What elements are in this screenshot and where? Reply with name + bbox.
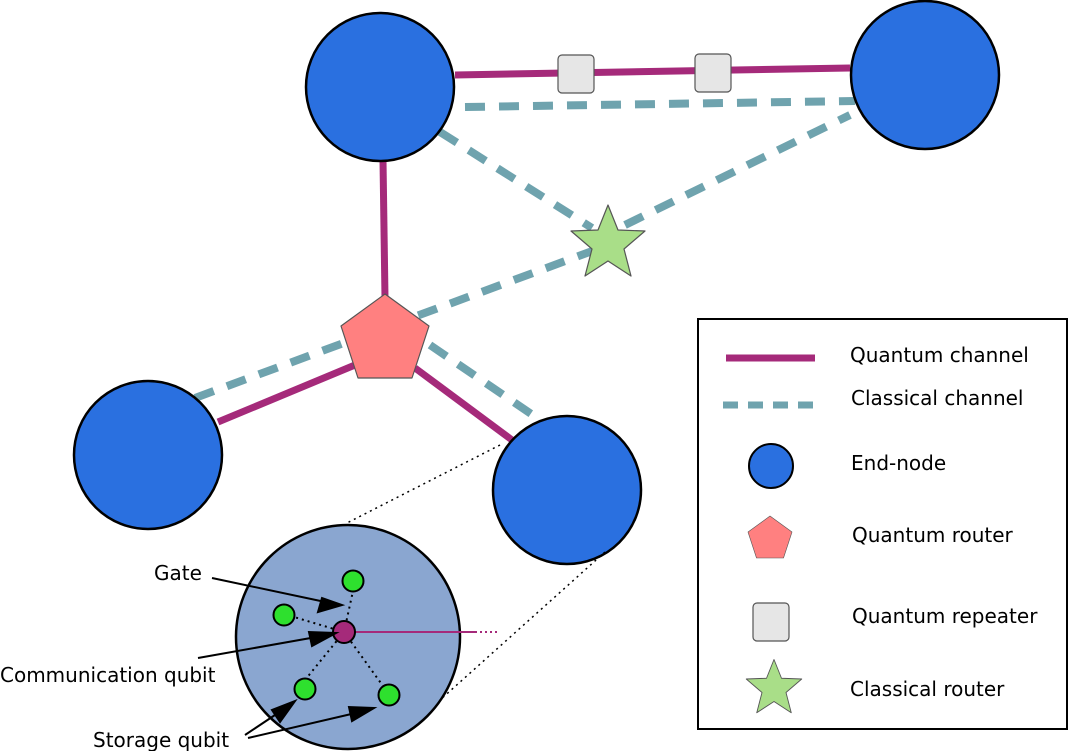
storage-qubit bbox=[341, 569, 365, 593]
legend-label-quantum-channel: Quantum channel bbox=[850, 343, 1029, 367]
quantum-channels bbox=[216, 64, 851, 443]
legend-icon-end-node bbox=[748, 443, 794, 489]
classical-channel-a-b bbox=[464, 97, 856, 111]
legend-label-classical-router: Classical router bbox=[850, 677, 1005, 701]
legend-label-classical-channel: Classical channel bbox=[851, 386, 1023, 410]
communication-qubit-label: Communication qubit bbox=[0, 663, 216, 687]
storage-qubit bbox=[293, 677, 317, 701]
quantum-channel-router-d bbox=[412, 365, 515, 443]
storage-qubit bbox=[272, 603, 296, 627]
classical-channel-router-b bbox=[623, 111, 852, 229]
end-node-top-left bbox=[304, 11, 456, 163]
quantum-channel-a-b bbox=[454, 64, 851, 79]
end-node-bottom-left bbox=[72, 379, 224, 531]
communication-qubit bbox=[332, 620, 356, 644]
quantum-router bbox=[340, 293, 430, 379]
legend-label-end-node: End-node bbox=[851, 451, 946, 475]
legend-icon-quantum-repeater bbox=[752, 602, 790, 642]
gate-label: Gate bbox=[154, 561, 202, 585]
annotation-arrows bbox=[197, 577, 378, 739]
legend-label-quantum-router: Quantum router bbox=[852, 523, 1014, 547]
classical-channel-router-d bbox=[427, 341, 543, 424]
zoom-line-top bbox=[344, 444, 501, 525]
legend-label-quantum-repeater: Quantum repeater bbox=[852, 604, 1038, 628]
legend: Quantum channel Classical channel End-no… bbox=[697, 318, 1068, 730]
end-node-inset: Gate Communication qubit Storage qubit bbox=[0, 523, 498, 751]
classical-router bbox=[570, 204, 646, 277]
classical-channel-a-router bbox=[437, 128, 595, 232]
zoom-line-bottom bbox=[439, 551, 606, 701]
quantum-channel-a-router bbox=[379, 159, 389, 299]
storage-qubit bbox=[377, 683, 401, 707]
quantum-repeater-1 bbox=[557, 54, 595, 94]
end-node-bottom-right bbox=[491, 414, 643, 566]
quantum-channel-router-c bbox=[216, 361, 357, 426]
storage-qubit-label: Storage qubit bbox=[93, 728, 229, 751]
end-node-top-right bbox=[849, 0, 1001, 151]
quantum-repeater-2 bbox=[694, 53, 732, 93]
